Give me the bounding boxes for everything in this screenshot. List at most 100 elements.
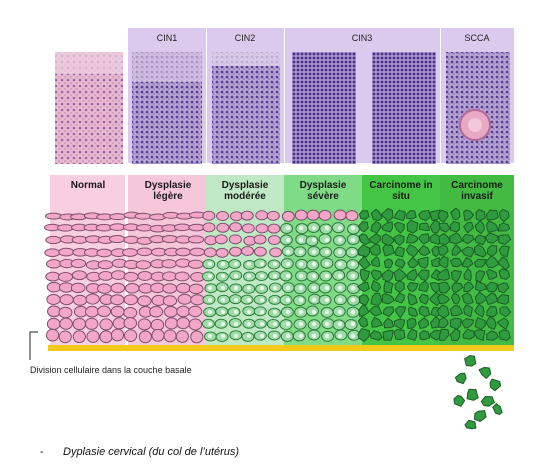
cell-nucleus	[285, 225, 291, 231]
cell	[370, 292, 383, 307]
cell	[357, 255, 372, 270]
cell	[269, 247, 283, 258]
cell	[394, 246, 405, 258]
cell	[86, 330, 100, 343]
cell	[368, 243, 381, 256]
cell	[417, 269, 430, 282]
cell	[216, 211, 230, 222]
cell	[473, 258, 487, 268]
stage-carcinome-invasif: Carcinome invasif	[451, 180, 503, 202]
cell-nucleus	[247, 298, 251, 302]
cell-nucleus	[324, 237, 330, 243]
cell	[394, 292, 405, 304]
cell	[123, 317, 138, 330]
grade-cin3: CIN3	[351, 33, 373, 43]
basement-membrane	[48, 345, 514, 351]
cell	[496, 317, 510, 331]
cell-nucleus	[221, 286, 225, 290]
invading-cell	[473, 410, 487, 422]
cell	[451, 244, 462, 256]
stage-carcinome-in-situ: Carcinome in situ	[369, 180, 433, 202]
cell	[418, 280, 430, 293]
cell	[418, 222, 431, 232]
cell-nucleus	[247, 322, 251, 326]
cell-nucleus	[311, 297, 317, 303]
cell-nucleus	[273, 322, 277, 326]
cell-nucleus	[337, 237, 343, 243]
cell	[439, 328, 450, 341]
cell-nucleus	[337, 297, 343, 303]
cell	[474, 219, 486, 235]
cell-nucleus	[324, 333, 330, 339]
cell-nucleus	[298, 249, 304, 255]
cell-nucleus	[350, 297, 356, 303]
cell-nucleus	[285, 297, 291, 303]
cell-nucleus	[247, 286, 251, 290]
cell	[419, 330, 431, 341]
cell	[393, 209, 406, 222]
cell-nucleus	[260, 298, 264, 302]
cell	[497, 234, 512, 246]
cell	[474, 234, 487, 246]
cell	[110, 328, 125, 342]
cell-nucleus	[311, 321, 317, 327]
cell	[407, 256, 420, 269]
cell	[393, 221, 405, 234]
cell-nucleus	[234, 334, 238, 338]
cell-nucleus	[208, 298, 212, 302]
cell-nucleus	[298, 333, 304, 339]
histology-cin3a	[292, 52, 356, 164]
cell-nucleus	[273, 334, 277, 338]
cell-nucleus	[350, 273, 356, 279]
cell	[370, 256, 381, 268]
cell-nucleus	[234, 262, 238, 266]
cell-nucleus	[298, 297, 304, 303]
cell	[429, 209, 441, 222]
cell	[475, 280, 488, 292]
cell-nucleus	[260, 310, 264, 314]
cell-nucleus	[311, 237, 317, 243]
cell	[498, 329, 511, 342]
cell	[149, 305, 164, 318]
invading-cell	[492, 403, 503, 416]
cell	[70, 258, 87, 269]
cell-nucleus	[285, 321, 291, 327]
cell-nucleus	[208, 274, 212, 278]
cell-nucleus	[208, 322, 212, 326]
cell	[188, 305, 203, 318]
cell	[485, 316, 497, 331]
cell-nucleus	[234, 310, 238, 314]
histology-scca	[446, 52, 510, 164]
cell	[406, 268, 418, 282]
cell	[228, 234, 242, 245]
invading-cell	[464, 419, 477, 430]
cell-nucleus	[285, 333, 291, 339]
cell-nucleus	[221, 322, 225, 326]
cell	[497, 222, 511, 232]
cell-nucleus	[285, 261, 291, 267]
cell	[110, 282, 126, 294]
cell	[484, 255, 500, 269]
cell	[370, 279, 382, 293]
basal-division-caption: Division cellulaire dans la couche basal…	[30, 365, 192, 375]
cell-nucleus	[247, 334, 251, 338]
invading-cell	[466, 388, 479, 401]
cell	[450, 292, 461, 305]
cell	[461, 292, 474, 305]
cell-nucleus	[208, 262, 212, 266]
cell-nucleus	[350, 321, 356, 327]
cell	[418, 209, 432, 222]
cell-nucleus	[311, 333, 317, 339]
cell-nucleus	[350, 333, 356, 339]
cell	[474, 291, 488, 305]
cell	[449, 304, 464, 317]
cell	[383, 258, 394, 269]
stage-dysplasie-moderee: Dysplasie modérée	[221, 180, 269, 202]
cell	[380, 207, 394, 223]
cell	[463, 209, 475, 221]
cell-nucleus	[337, 285, 343, 291]
cell	[462, 328, 475, 340]
invading-cell	[480, 395, 496, 407]
cell	[188, 318, 203, 331]
